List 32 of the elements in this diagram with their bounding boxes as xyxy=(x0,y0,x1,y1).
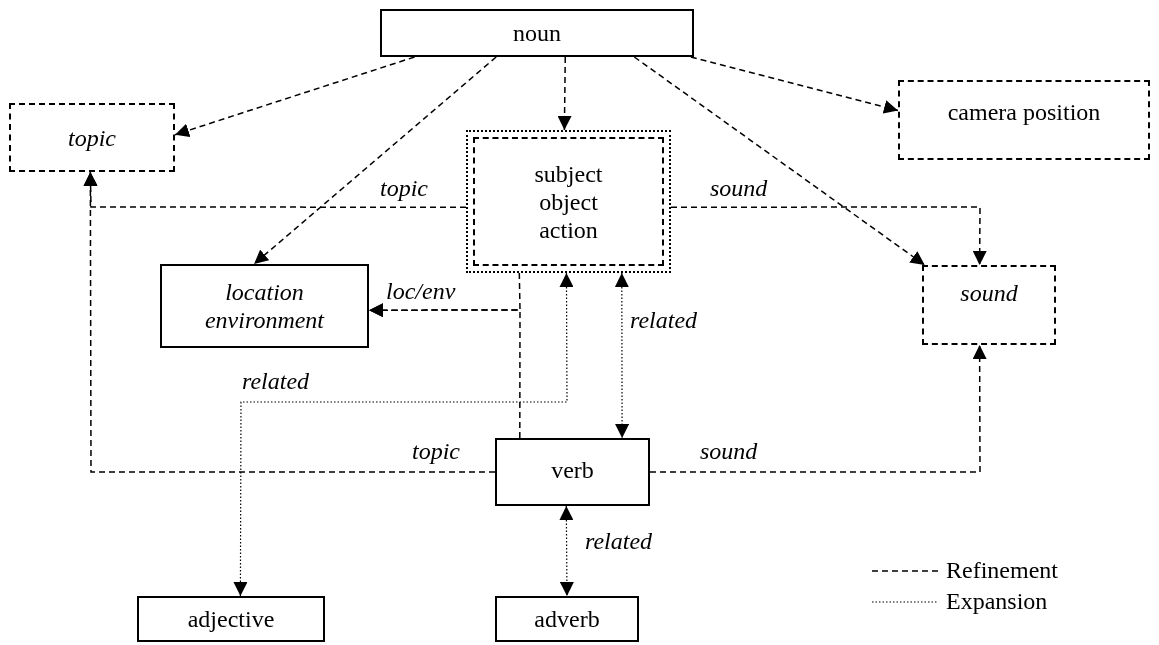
arrow xyxy=(649,344,987,473)
node-text: noun xyxy=(513,19,561,47)
node-text: camera position xyxy=(947,98,1101,126)
node-text: sound xyxy=(960,279,1018,307)
node-text: adjective xyxy=(187,605,275,633)
process-box xyxy=(380,9,694,57)
arrow xyxy=(174,56,416,138)
node-text: topic xyxy=(68,123,116,152)
node-text: subject object action xyxy=(533,159,604,244)
process-box xyxy=(160,264,369,348)
arrow xyxy=(253,56,497,265)
process-box xyxy=(495,438,650,506)
arrow xyxy=(690,56,899,114)
legend-label: Refinement xyxy=(946,556,1058,584)
process-box xyxy=(495,596,639,642)
dashed-box xyxy=(898,80,1150,160)
node-text: adverb xyxy=(534,605,600,633)
arrow xyxy=(233,272,574,597)
arrow xyxy=(557,56,572,131)
node-text: location environment xyxy=(203,278,326,334)
dashed-box xyxy=(922,265,1056,345)
arrow xyxy=(559,505,574,597)
legend-label: Expansion xyxy=(946,587,1048,615)
arrow xyxy=(670,206,987,266)
arrow xyxy=(614,272,630,439)
arrow xyxy=(83,171,496,473)
arrow xyxy=(368,303,521,439)
process-box xyxy=(137,596,325,642)
dashed-box xyxy=(9,103,175,172)
node-text: verb xyxy=(551,456,594,484)
arrow xyxy=(633,56,926,266)
double-bordered-box xyxy=(466,130,671,273)
